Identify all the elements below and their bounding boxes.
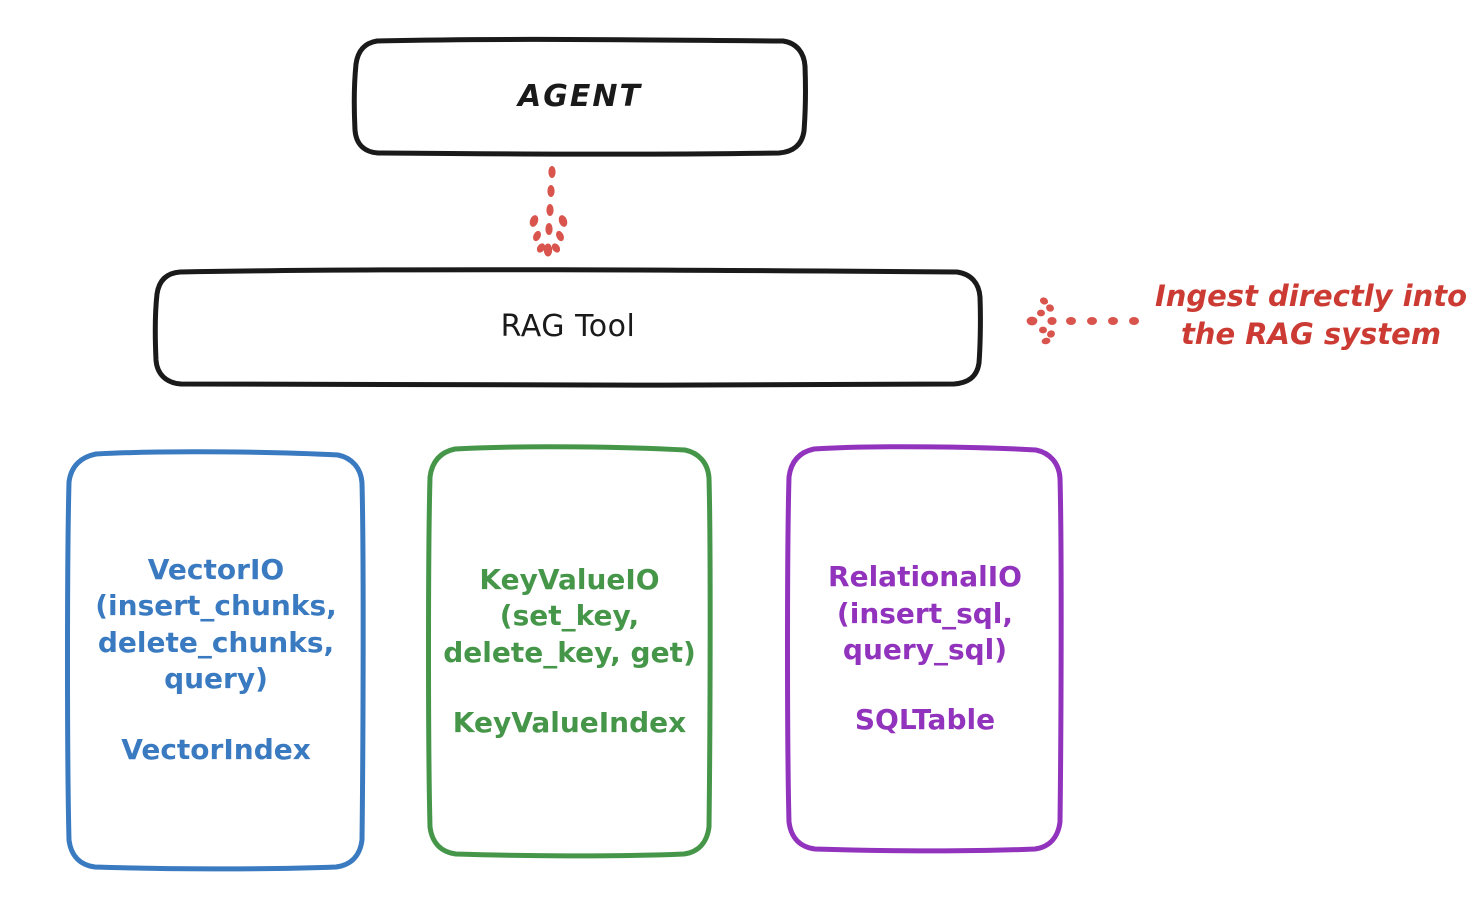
agent-label: AGENT bbox=[518, 78, 642, 114]
vector-index-label: VectorIndex bbox=[121, 732, 311, 766]
rag-tool-box-outline bbox=[152, 267, 983, 388]
node-key-value-io[interactable]: KeyValueIO (set_key, delete_key, get) Ke… bbox=[429, 447, 710, 856]
ingest-dotted-arrow bbox=[1026, 297, 1139, 345]
agent-to-rag-dotted-arrow bbox=[529, 166, 568, 257]
rag-tool-label: RAG Tool bbox=[500, 308, 636, 344]
node-rag-tool[interactable]: RAG Tool bbox=[155, 270, 981, 384]
sql-table-label: SQLTable bbox=[854, 703, 996, 737]
vector-io-label: VectorIO (insert_chunks, delete_chunks, … bbox=[95, 553, 337, 696]
node-agent[interactable]: AGENT bbox=[355, 40, 805, 154]
agent-box-outline bbox=[351, 36, 808, 157]
ingest-annotation-text: Ingest directly into the RAG system bbox=[1154, 279, 1468, 351]
key-value-io-box-outline bbox=[426, 444, 713, 859]
node-relational-io[interactable]: RelationalIO (insert_sql, query_sql) SQL… bbox=[789, 447, 1061, 851]
relational-io-label: RelationalIO (insert_sql, query_sql) bbox=[828, 560, 1022, 666]
relational-io-box-outline bbox=[785, 444, 1064, 854]
key-value-index-label: KeyValueIndex bbox=[452, 705, 687, 739]
node-vector-io[interactable]: VectorIO (insert_chunks, delete_chunks, … bbox=[68, 452, 364, 868]
vector-io-box-outline bbox=[65, 449, 366, 872]
key-value-io-label: KeyValueIO (set_key, delete_key, get) bbox=[443, 562, 696, 669]
